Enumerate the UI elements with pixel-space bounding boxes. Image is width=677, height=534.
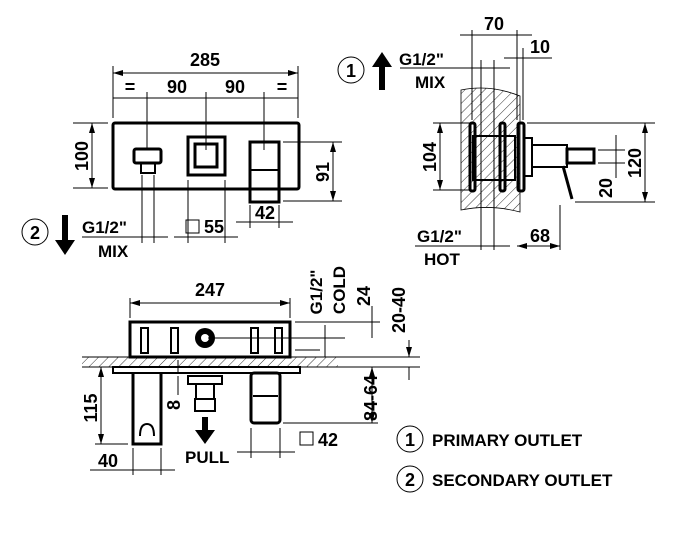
legend-label: PRIMARY OUTLET: [432, 431, 583, 450]
dim-inlet-offset: 24: [354, 286, 374, 306]
spout: [132, 147, 163, 165]
inlet-label: HOT: [424, 250, 461, 269]
legend-item-primary: 1 PRIMARY OUTLET: [396, 425, 583, 453]
inlet-label: COLD: [330, 266, 349, 314]
lever-top: [249, 371, 282, 425]
dim-lever-width: 42: [255, 203, 275, 223]
cover-plate-top: [112, 366, 301, 374]
pull-label: PULL: [185, 448, 229, 467]
dim-lever-offset: 20: [596, 178, 616, 198]
outlet-number-circle: [21, 218, 49, 246]
top-view: 247 G1/2" COLD 24 20-40 84-64 115 8 40 P…: [81, 266, 420, 475]
legend-label: SECONDARY OUTLET: [432, 471, 613, 490]
pull-knob: [194, 398, 216, 412]
outlet-number: 1: [346, 61, 356, 81]
outlet-label: MIX: [415, 73, 446, 92]
legend: 1 PRIMARY OUTLET 2 SECONDARY OUTLET: [396, 425, 613, 493]
dim-projection-range: 84-64: [361, 375, 381, 421]
arrow-down-icon: [55, 215, 75, 255]
dim-body-width: 247: [195, 280, 225, 300]
dim-lever-square: 42: [318, 430, 338, 450]
legend-number: 1: [405, 430, 415, 450]
dim-spacing-1: 90: [167, 77, 187, 97]
inlet-thread: G1/2": [417, 227, 462, 246]
front-view: 285 = 90 90 = 100 91 42 55 2 G1/2" MIX: [21, 50, 342, 261]
outlet-label: MIX: [98, 242, 129, 261]
outlet-number-circle: [337, 56, 365, 84]
dim-overall-width: 285: [190, 50, 220, 70]
legend-item-secondary: 2 SECONDARY OUTLET: [396, 465, 613, 493]
outlet-thread: G1/2": [399, 50, 444, 69]
body-box: [128, 320, 292, 359]
dim-wall-range: 20-40: [389, 287, 409, 333]
dim-equal-right: =: [277, 77, 288, 97]
outlet-thread: G1/2": [82, 218, 127, 237]
arrow-down-icon: [195, 417, 215, 444]
dim-height: 100: [72, 141, 92, 171]
dim-offset: 10: [530, 37, 550, 57]
dim-lever-height: 91: [313, 162, 333, 182]
dim-body-height: 104: [420, 142, 440, 172]
outlet-number: 2: [30, 223, 40, 243]
legend-number: 2: [405, 470, 415, 490]
dim-spacing-2: 90: [225, 77, 245, 97]
dim-hook-height: 115: [81, 393, 101, 422]
dim-hook-width: 40: [98, 451, 118, 471]
dim-equal-left: =: [125, 77, 136, 97]
lever-side: [561, 165, 574, 200]
inlet-thread: G1/2": [307, 270, 326, 315]
hook-holder: [131, 373, 163, 446]
dim-plate-height: 120: [625, 148, 645, 178]
square-symbol-icon: [299, 431, 314, 446]
arrow-up-icon: [372, 52, 392, 90]
dim-depth: 70: [484, 14, 504, 34]
dim-gap: 8: [164, 400, 184, 410]
dim-square-size: 55: [204, 217, 224, 237]
dim-projection: 68: [530, 226, 550, 246]
square-symbol-icon: [185, 219, 200, 234]
lever-handle: [248, 140, 281, 204]
side-view: 70 10 1 G1/2" MIX 104 120 20 G1/2" HOT 6…: [337, 14, 655, 269]
wall-band: [82, 357, 338, 367]
